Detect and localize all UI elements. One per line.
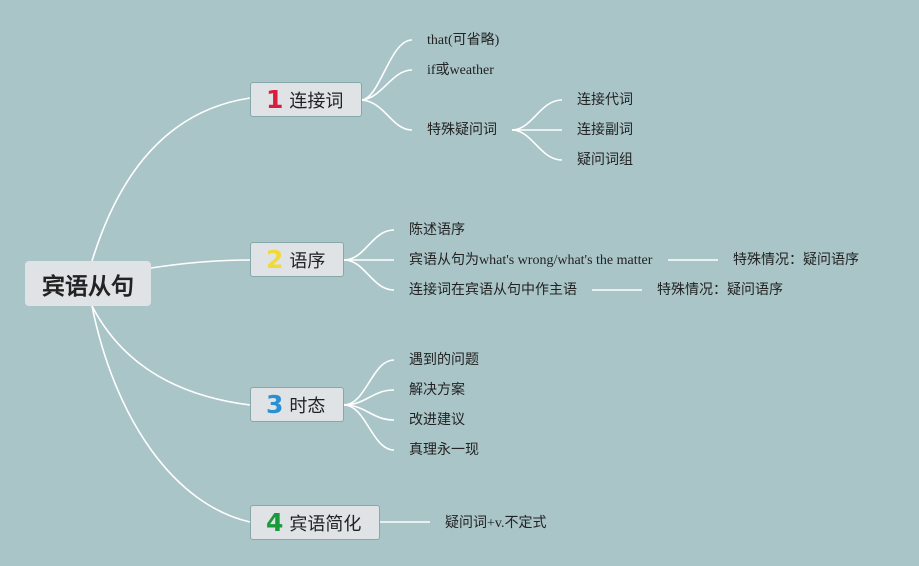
leaf-note[interactable]: 特殊情况：疑问语序 xyxy=(657,283,783,298)
branch-number: 4 xyxy=(266,508,284,537)
leaf-node[interactable]: 疑问词组 xyxy=(577,153,633,168)
link-b1-c3 xyxy=(361,99,413,131)
leaf-node[interactable]: 陈述语序 xyxy=(409,223,465,238)
leaf-node[interactable]: 改进建议 xyxy=(409,413,465,428)
leaf-node[interactable]: 连接代词 xyxy=(577,93,633,108)
link-b1-c3-g1 xyxy=(511,99,563,131)
leaf-node[interactable]: if或weather xyxy=(427,63,494,78)
leaf-node[interactable]: 特殊疑问词 xyxy=(427,123,497,138)
root-label: 宾语从句 xyxy=(42,273,134,300)
branch-node-simplification[interactable]: 4 宾语简化 xyxy=(250,505,380,540)
leaf-node[interactable]: 连接词在宾语从句中作主语 xyxy=(409,283,577,298)
branch-number: 3 xyxy=(266,390,284,419)
link-root-branch-3 xyxy=(91,305,251,406)
leaf-node[interactable]: 真理永一现 xyxy=(409,443,479,458)
branch-number: 2 xyxy=(266,245,284,274)
link-root-branch-1 xyxy=(91,97,251,262)
link-b1-c3-g3 xyxy=(511,129,563,161)
link-root-branch-2 xyxy=(150,259,251,269)
branch-node-tense[interactable]: 3 时态 xyxy=(250,387,344,422)
link-b3-c1 xyxy=(343,359,395,406)
link-b2-c3 xyxy=(343,259,395,291)
link-b1-c1 xyxy=(361,39,413,101)
branch-label: 宾语简化 xyxy=(289,513,362,535)
leaf-node[interactable]: 遇到的问题 xyxy=(409,353,479,368)
link-root-branch-4 xyxy=(91,305,251,523)
branch-node-connectors[interactable]: 1 连接词 xyxy=(250,82,362,117)
leaf-node[interactable]: 宾语从句为what's wrong/what's the matter xyxy=(409,253,653,268)
leaf-node[interactable]: that(可省略) xyxy=(427,33,500,48)
root-node[interactable]: 宾语从句 xyxy=(25,261,151,306)
link-b3-c4 xyxy=(343,404,395,451)
leaf-node[interactable]: 疑问词+v.不定式 xyxy=(445,516,547,531)
link-b2-c1 xyxy=(343,229,395,261)
link-b1-c2 xyxy=(361,69,413,101)
leaf-node[interactable]: 连接副词 xyxy=(577,123,633,138)
leaf-note[interactable]: 特殊情况：疑问语序 xyxy=(733,253,859,268)
branch-label: 语序 xyxy=(289,250,326,272)
branch-number: 1 xyxy=(266,85,284,114)
branch-node-word-order[interactable]: 2 语序 xyxy=(250,242,344,277)
leaf-node[interactable]: 解决方案 xyxy=(409,383,465,398)
branch-label: 连接词 xyxy=(289,90,344,112)
branch-label: 时态 xyxy=(289,395,326,417)
